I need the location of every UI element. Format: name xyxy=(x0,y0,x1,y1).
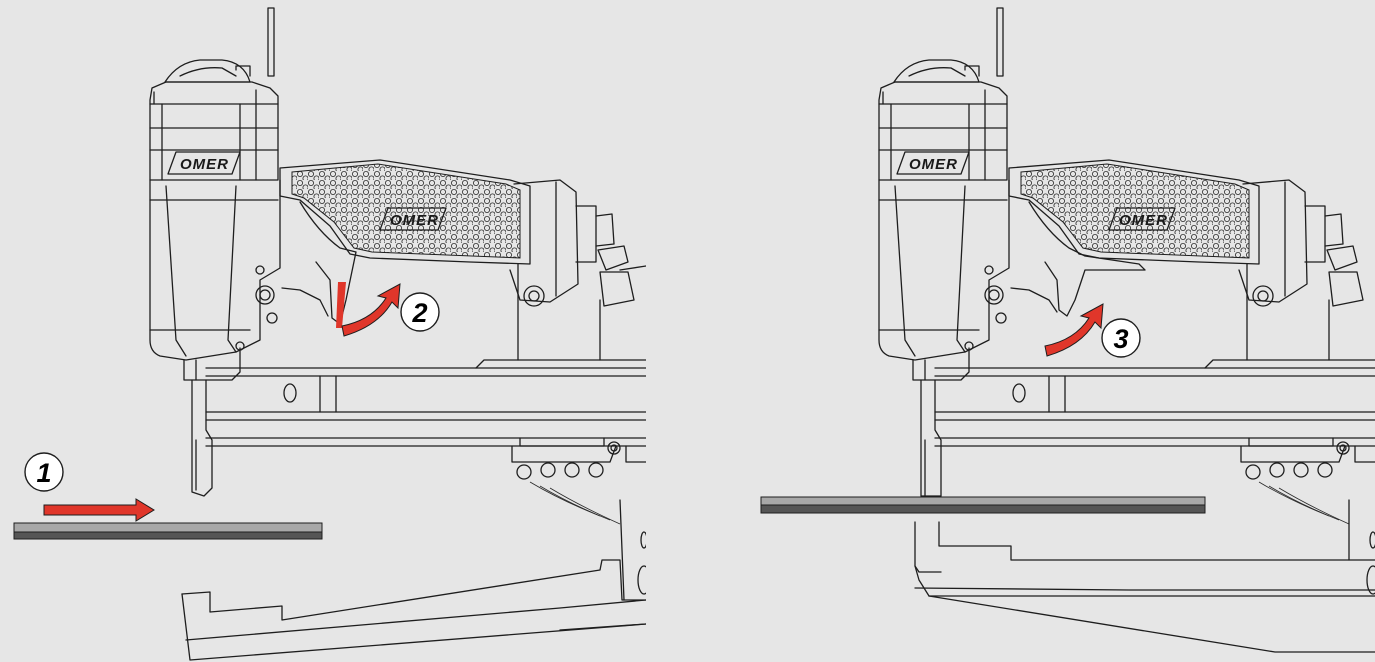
workpiece xyxy=(760,496,1206,514)
curved-arrow-icon xyxy=(1044,303,1104,357)
panel-step-1-2: OMER OMER xyxy=(13,7,646,661)
step-2-number: 2 xyxy=(411,298,427,328)
handle-logo: OMER xyxy=(1119,212,1168,229)
tool-handle: OMER xyxy=(279,159,646,307)
right-arrow-icon xyxy=(43,498,155,522)
tool-body: OMER xyxy=(878,7,1010,497)
curved-arrow-icon xyxy=(341,283,401,337)
base-foot xyxy=(914,499,1375,653)
base-foot xyxy=(181,499,646,661)
head-logo: OMER xyxy=(909,156,958,173)
magazine xyxy=(205,263,646,525)
step-3-number: 3 xyxy=(1113,324,1128,354)
head-logo: OMER xyxy=(180,156,229,173)
handle-logo: OMER xyxy=(390,212,439,229)
step-3-badge: 3 xyxy=(1101,318,1141,358)
step-1-badge: 1 xyxy=(24,452,64,492)
workpiece xyxy=(13,522,323,540)
panel-step-3: OMER OMER xyxy=(760,7,1375,653)
magazine xyxy=(934,263,1375,525)
tool-handle: OMER xyxy=(1008,159,1364,307)
tool-body: OMER xyxy=(149,7,281,497)
trigger xyxy=(1010,201,1146,317)
step-2-badge: 2 xyxy=(400,292,440,332)
trigger xyxy=(281,201,357,328)
step-1-number: 1 xyxy=(36,458,51,488)
